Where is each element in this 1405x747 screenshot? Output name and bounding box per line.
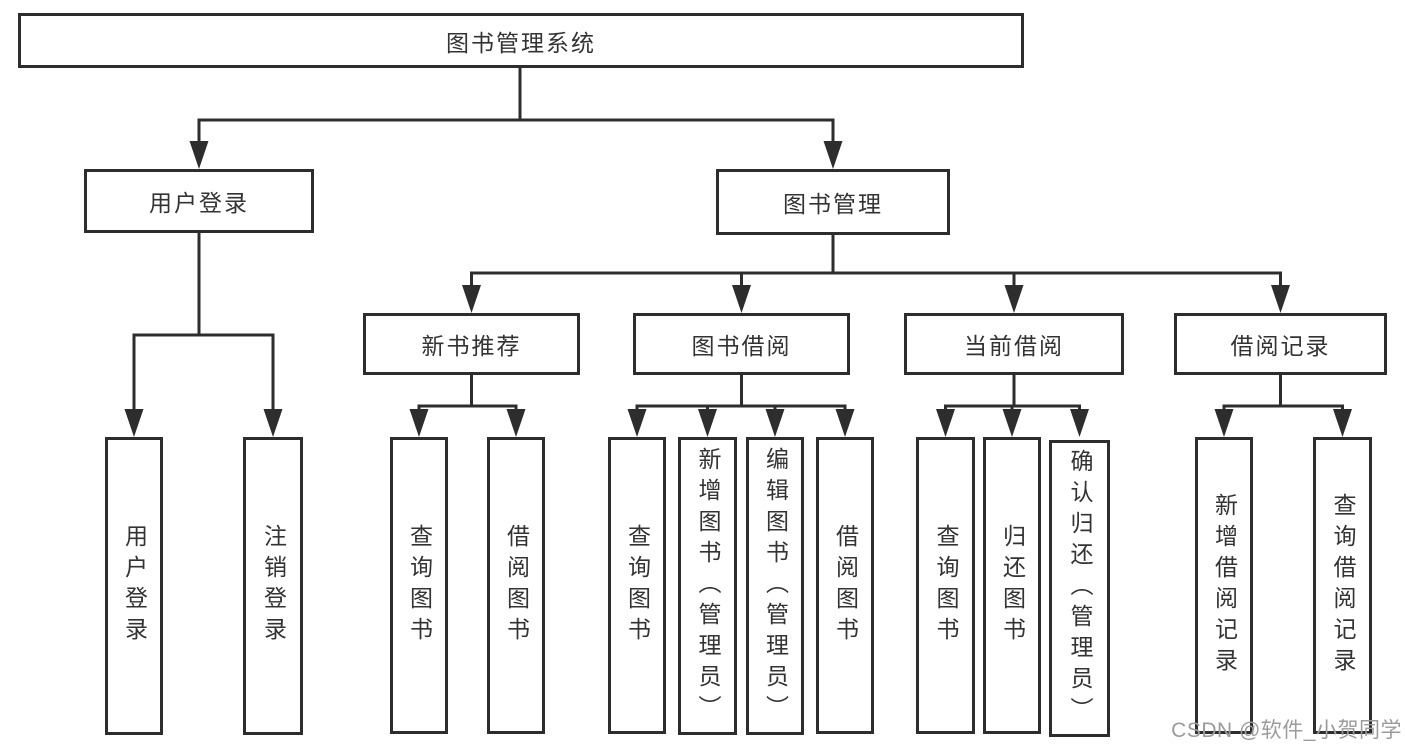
leaf-user-login: 用户登录 bbox=[105, 437, 163, 735]
leaf-current-query-books-label: 查询图书 bbox=[933, 523, 959, 648]
node-root-system: 图书管理系统 bbox=[18, 13, 1024, 68]
leaf-borrow-query-books: 查询图书 bbox=[608, 437, 666, 734]
node-book-borrow: 图书借阅 bbox=[633, 313, 850, 375]
leaf-current-confirm-return-admin: 确认归还（管理员） bbox=[1049, 440, 1110, 737]
leaf-logout-label: 注销登录 bbox=[260, 524, 287, 648]
leaf-current-query-books: 查询图书 bbox=[916, 437, 975, 734]
leaf-logout: 注销登录 bbox=[243, 437, 303, 735]
node-root-label: 图书管理系统 bbox=[446, 29, 596, 56]
leaf-newbook-query-books: 查询图书 bbox=[390, 437, 448, 734]
leaf-borrow-borrow-books-label: 借阅图书 bbox=[832, 523, 859, 648]
leaf-records-query-record: 查询借阅记录 bbox=[1313, 437, 1372, 734]
node-current-borrow: 当前借阅 bbox=[904, 313, 1124, 375]
node-book-management-label: 图书管理 bbox=[783, 191, 883, 217]
node-book-management: 图书管理 bbox=[716, 169, 950, 235]
wire-root-to-level1 bbox=[197, 66, 835, 147]
leaf-current-return-books: 归还图书 bbox=[983, 437, 1041, 734]
node-user-login-label: 用户登录 bbox=[149, 190, 249, 216]
node-borrow-records: 借阅记录 bbox=[1174, 313, 1387, 375]
leaf-borrow-add-books-admin: 新增图书（管理员） bbox=[678, 437, 737, 735]
leaf-borrow-add-books-admin-label: 新增图书（管理员） bbox=[695, 446, 721, 726]
leaf-current-return-books-label: 归还图书 bbox=[999, 523, 1026, 648]
csdn-watermark: CSDN @软件_小贺同学 bbox=[1171, 719, 1402, 742]
leaf-newbook-query-books-label: 查询图书 bbox=[406, 523, 433, 648]
wire-userlogin-to-leaves bbox=[132, 231, 275, 417]
leaf-newbook-borrow-books-label: 借阅图书 bbox=[503, 523, 530, 648]
leaf-borrow-borrow-books: 借阅图书 bbox=[816, 437, 874, 734]
node-borrow-records-label: 借阅记录 bbox=[1230, 333, 1331, 359]
wire-newbook-to-leaves bbox=[417, 373, 518, 417]
node-new-book-recommend-label: 新书推荐 bbox=[421, 333, 522, 359]
leaf-newbook-borrow-books: 借阅图书 bbox=[487, 437, 545, 734]
leaf-borrow-edit-books-admin: 编辑图书（管理员） bbox=[746, 437, 804, 735]
node-book-borrow-label: 图书借阅 bbox=[691, 333, 792, 359]
node-new-book-recommend: 新书推荐 bbox=[363, 313, 580, 375]
leaf-records-add-record-label: 新增借阅记录 bbox=[1211, 492, 1238, 679]
leaf-records-query-record-label: 查询借阅记录 bbox=[1330, 492, 1356, 679]
leaf-current-confirm-return-admin-label: 确认归还（管理员） bbox=[1067, 449, 1093, 728]
node-user-login: 用户登录 bbox=[84, 169, 314, 233]
wire-bookborrow-to-leaves bbox=[635, 373, 847, 417]
node-current-borrow-label: 当前借阅 bbox=[964, 333, 1064, 359]
leaf-borrow-query-books-label: 查询图书 bbox=[624, 523, 651, 648]
arrowhead-markers bbox=[124, 141, 1352, 437]
leaf-user-login-label: 用户登录 bbox=[121, 524, 148, 648]
leaf-borrow-edit-books-admin-label: 编辑图书（管理员） bbox=[762, 446, 789, 726]
wire-bookmgmt-to-level2 bbox=[470, 233, 1282, 293]
leaf-records-add-record: 新增借阅记录 bbox=[1195, 437, 1253, 734]
wire-records-to-leaves bbox=[1222, 373, 1344, 417]
